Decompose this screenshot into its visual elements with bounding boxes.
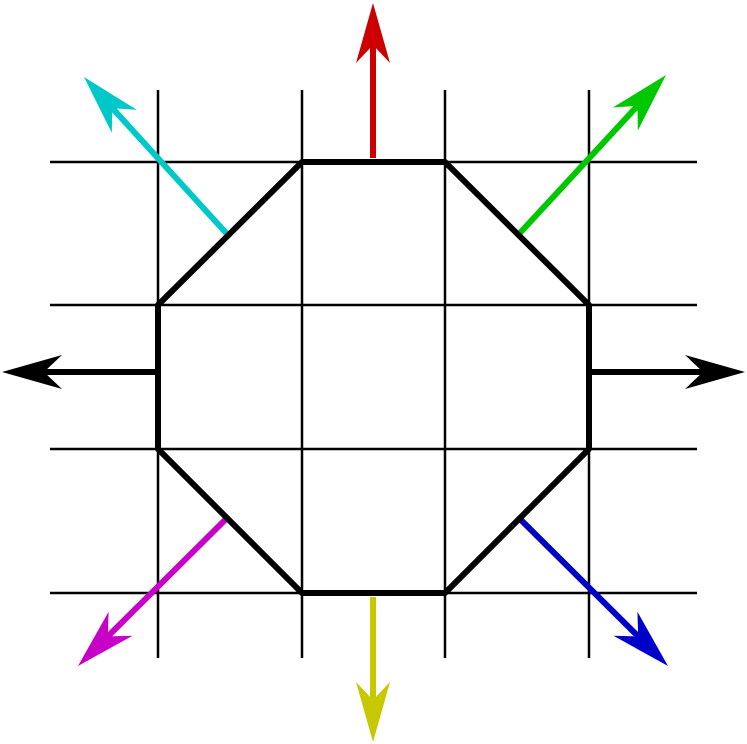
arrow-west (2, 355, 155, 389)
arrow-north-west (84, 77, 230, 237)
arrow-head (612, 75, 666, 131)
arrow-south (356, 597, 390, 742)
arrow-north-east (516, 75, 666, 237)
arrow-head (613, 611, 668, 666)
arrow-head (2, 355, 62, 389)
arrow-head (84, 77, 137, 133)
arrow-shaft (104, 515, 230, 640)
arrow-shaft (516, 515, 642, 640)
arrow-east (592, 355, 745, 389)
arrow-south-east (516, 515, 668, 666)
arrow-shaft (108, 104, 230, 237)
arrow-head (78, 611, 133, 666)
arrow-head (685, 355, 745, 389)
arrow-shaft (516, 102, 642, 237)
arrow-head (356, 3, 390, 63)
octagon-outline (155, 159, 592, 596)
arrow-head (356, 682, 390, 742)
arrow-south-west (78, 515, 230, 666)
arrow-north (356, 3, 390, 158)
normal-arrows (2, 3, 745, 742)
